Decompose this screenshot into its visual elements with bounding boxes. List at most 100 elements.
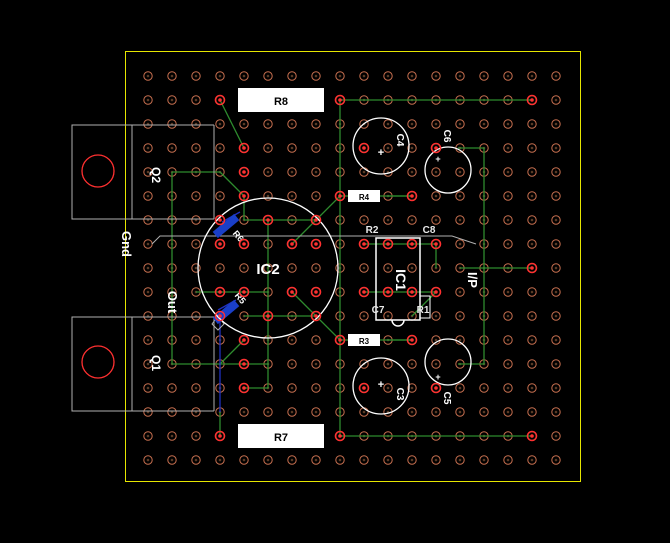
pad (503, 71, 513, 81)
pad (455, 287, 465, 297)
drill-hole (430, 142, 442, 154)
q1-label: Q1 (149, 355, 163, 371)
pad-hole (170, 434, 174, 438)
drill-hole (430, 286, 442, 298)
pad (143, 335, 153, 345)
pad (287, 119, 297, 129)
drill-hole (406, 190, 418, 202)
drill-center (266, 314, 270, 318)
pad-hole (554, 122, 558, 126)
pad-hole (530, 242, 534, 246)
pad-hole (506, 386, 510, 390)
pad-hole (434, 314, 438, 318)
pad (407, 143, 417, 153)
drill-hole (238, 382, 250, 394)
pad-hole (314, 362, 318, 366)
pad (383, 359, 393, 369)
pad-hole (266, 74, 270, 78)
pad-hole (242, 74, 246, 78)
pad (551, 191, 561, 201)
pad-hole (530, 146, 534, 150)
pad (527, 119, 537, 129)
pad-hole (434, 458, 438, 462)
pad-hole (458, 458, 462, 462)
pad (143, 215, 153, 225)
q2-label: Q2 (149, 167, 163, 183)
drill-hole (406, 238, 418, 250)
pad (191, 95, 201, 105)
pad (143, 119, 153, 129)
pad (191, 335, 201, 345)
pad-hole (482, 386, 486, 390)
pad-hole (362, 170, 366, 174)
drill-center (218, 242, 222, 246)
pad (383, 119, 393, 129)
pad (167, 119, 177, 129)
pad (239, 407, 249, 417)
pad (359, 71, 369, 81)
pad (191, 215, 201, 225)
pad-hole (482, 410, 486, 414)
drill-hole (238, 238, 250, 250)
pad-hole (170, 386, 174, 390)
pad-hole (290, 146, 294, 150)
pad (551, 215, 561, 225)
pad (239, 263, 249, 273)
pad (311, 143, 321, 153)
pad-hole (338, 458, 342, 462)
drill-hole (358, 286, 370, 298)
pad (455, 119, 465, 129)
pad (311, 71, 321, 81)
pad (263, 143, 273, 153)
pad-hole (554, 218, 558, 222)
board-outline (125, 51, 581, 482)
r3-label: R3 (359, 337, 370, 346)
pad (287, 455, 297, 465)
pad-hole (194, 74, 198, 78)
pad (479, 71, 489, 81)
pad (191, 407, 201, 417)
drill-center (290, 242, 294, 246)
pad-hole (146, 290, 150, 294)
pad-hole (242, 458, 246, 462)
c4-plus: + (378, 147, 384, 159)
pad-hole (170, 146, 174, 150)
pad (527, 239, 537, 249)
pad-hole (434, 122, 438, 126)
drill-center (218, 434, 222, 438)
pad (431, 119, 441, 129)
pad (551, 431, 561, 441)
pad-hole (386, 386, 390, 390)
pad-hole (410, 170, 414, 174)
drill-hole (382, 286, 394, 298)
pad (479, 383, 489, 393)
pad-hole (218, 266, 222, 270)
drill-center (530, 434, 534, 438)
pad (167, 143, 177, 153)
pad-hole (410, 386, 414, 390)
pad-hole (290, 122, 294, 126)
drill-center (218, 290, 222, 294)
pad-hole (146, 386, 150, 390)
pad-hole (554, 434, 558, 438)
pad-hole (194, 146, 198, 150)
pad (551, 407, 561, 417)
drill-hole (358, 382, 370, 394)
pad (263, 71, 273, 81)
pad-hole (554, 338, 558, 342)
pad (287, 359, 297, 369)
pad-hole (386, 314, 390, 318)
pad-hole (530, 314, 534, 318)
pad-hole (362, 266, 366, 270)
pad-hole (194, 458, 198, 462)
pad (527, 311, 537, 321)
pad-hole (410, 218, 414, 222)
pad (455, 239, 465, 249)
pad (455, 167, 465, 177)
pad (191, 455, 201, 465)
pad (143, 431, 153, 441)
pad (191, 383, 201, 393)
pad (167, 455, 177, 465)
pad (503, 359, 513, 369)
